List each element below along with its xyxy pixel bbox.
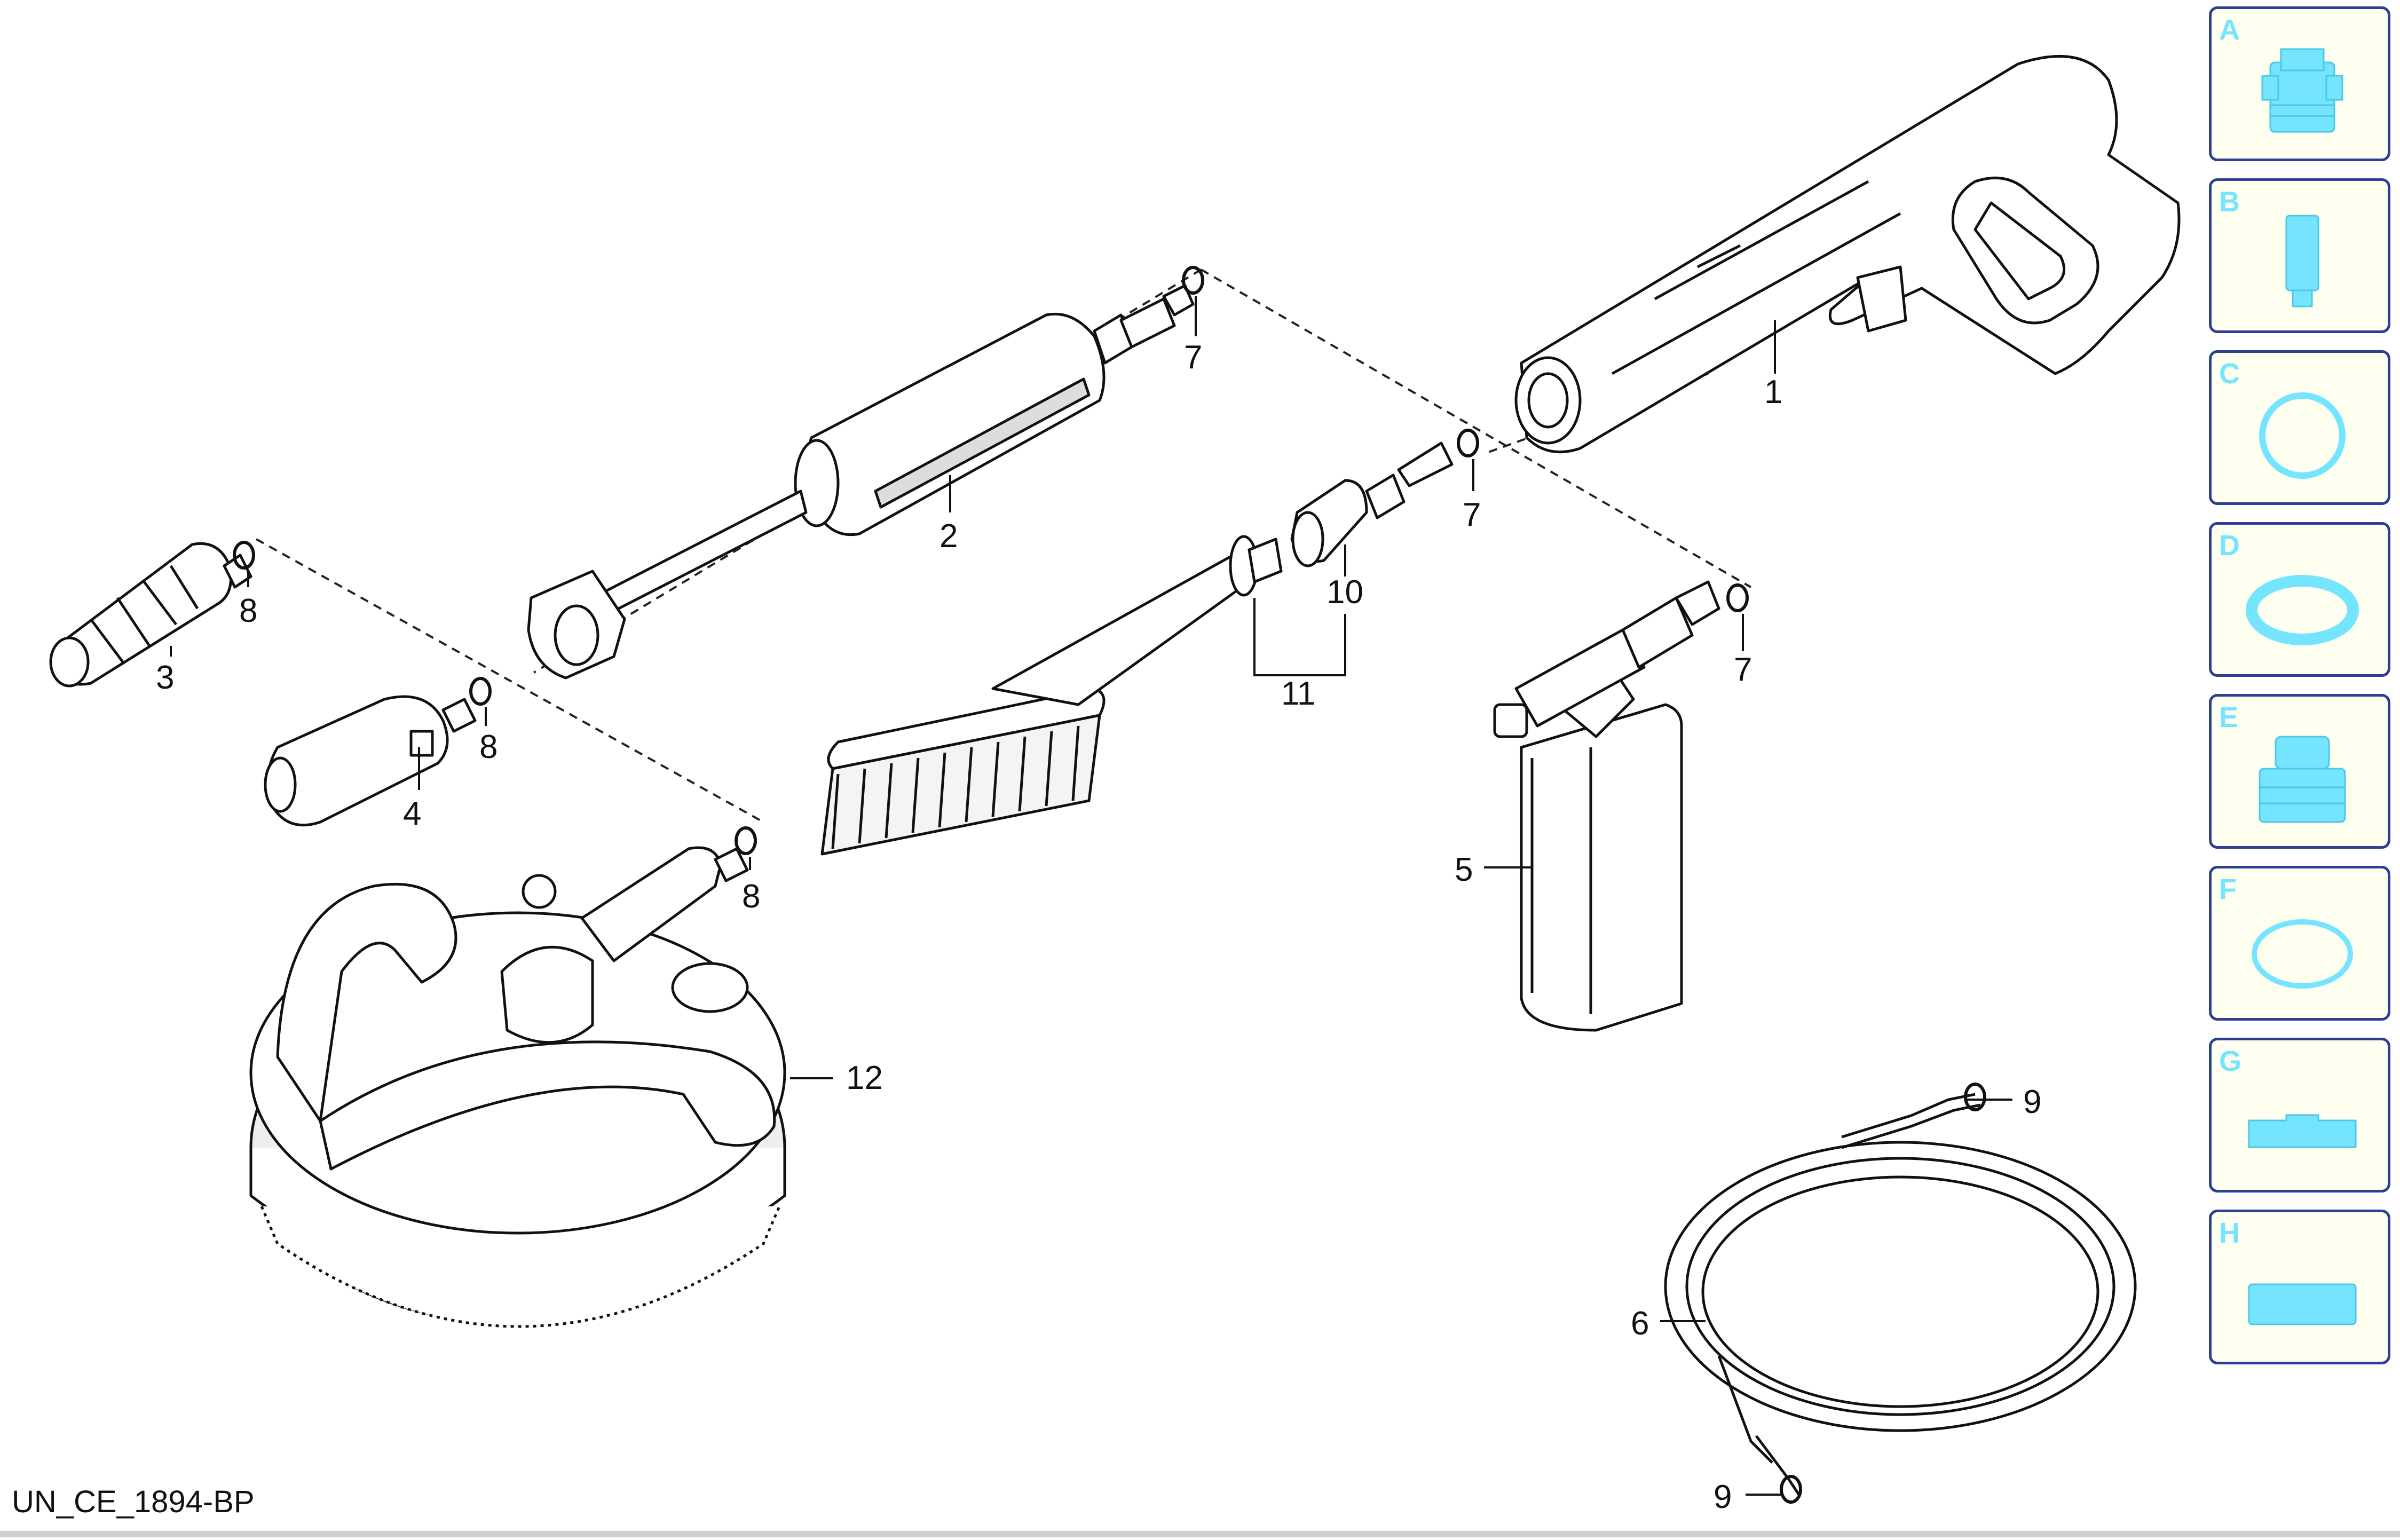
tab-letter: C	[2219, 358, 2240, 390]
seal-ring-icon	[2252, 919, 2353, 989]
callout-12: 12	[846, 1060, 883, 1096]
callout-1: 1	[1764, 374, 1782, 410]
variable-nozzle-part	[264, 695, 477, 827]
spray-lance-part	[527, 284, 1195, 680]
callout-labels: 1 2 3 4 5 6 7 7 7 8 8 8 9 9 10 11 12	[156, 339, 2041, 1515]
tab-letter: G	[2219, 1045, 2242, 1077]
tab-letter: E	[2219, 701, 2239, 733]
o-ring-icon	[2259, 392, 2346, 479]
part-tab-f[interactable]: F	[2209, 866, 2390, 1021]
tab-letter: D	[2219, 530, 2240, 562]
tab-letter: F	[2219, 873, 2237, 905]
leader-lines	[170, 296, 2012, 1496]
patio-cleaner-part	[249, 846, 786, 1328]
part-tab-a[interactable]: A	[2209, 6, 2390, 161]
callout-9a: 9	[2023, 1084, 2041, 1120]
part-tab-e[interactable]: E	[2209, 694, 2390, 849]
washer-icon	[2246, 575, 2359, 645]
detergent-bottle-part	[1493, 580, 1720, 1032]
callout-4: 4	[403, 795, 421, 832]
callout-8c: 8	[742, 878, 760, 915]
drawing-id: UN_CE_1894-BP	[12, 1484, 255, 1519]
callout-3: 3	[156, 659, 174, 696]
part-tab-b[interactable]: B	[2209, 178, 2390, 333]
pad-icon	[2248, 1283, 2357, 1325]
trigger-gun-part	[1514, 55, 2181, 454]
coupler-icon	[2261, 48, 2343, 133]
tab-letter: A	[2219, 14, 2240, 46]
callout-8a: 8	[239, 593, 257, 629]
part-tab-c[interactable]: C	[2209, 350, 2390, 505]
bottom-divider	[0, 1531, 2400, 1537]
seal-rings	[233, 266, 1986, 1504]
part-tab-g[interactable]: G	[2209, 1038, 2390, 1192]
rotary-nozzle-part	[49, 542, 252, 688]
part-tab-h[interactable]: H	[2209, 1210, 2390, 1364]
pad-notched-icon	[2248, 1114, 2357, 1148]
nozzle-icon	[2285, 215, 2319, 307]
callout-7a: 7	[1184, 339, 1202, 376]
wash-brush-part	[820, 441, 1454, 856]
callout-11: 11	[1281, 675, 1315, 712]
connector-icon	[2259, 736, 2346, 823]
hose-part	[1664, 1093, 2137, 1496]
callout-7b: 7	[1463, 496, 1481, 533]
callout-2: 2	[940, 518, 958, 555]
callout-10: 10	[1327, 574, 1363, 611]
tab-letter: B	[2219, 186, 2240, 218]
callout-8b: 8	[479, 729, 498, 765]
tab-letter: H	[2219, 1217, 2240, 1249]
callout-7c: 7	[1734, 651, 1752, 688]
callout-5: 5	[1455, 851, 1473, 888]
callout-6: 6	[1631, 1305, 1649, 1342]
callout-9b: 9	[1714, 1479, 1732, 1515]
part-tab-d[interactable]: D	[2209, 522, 2390, 677]
